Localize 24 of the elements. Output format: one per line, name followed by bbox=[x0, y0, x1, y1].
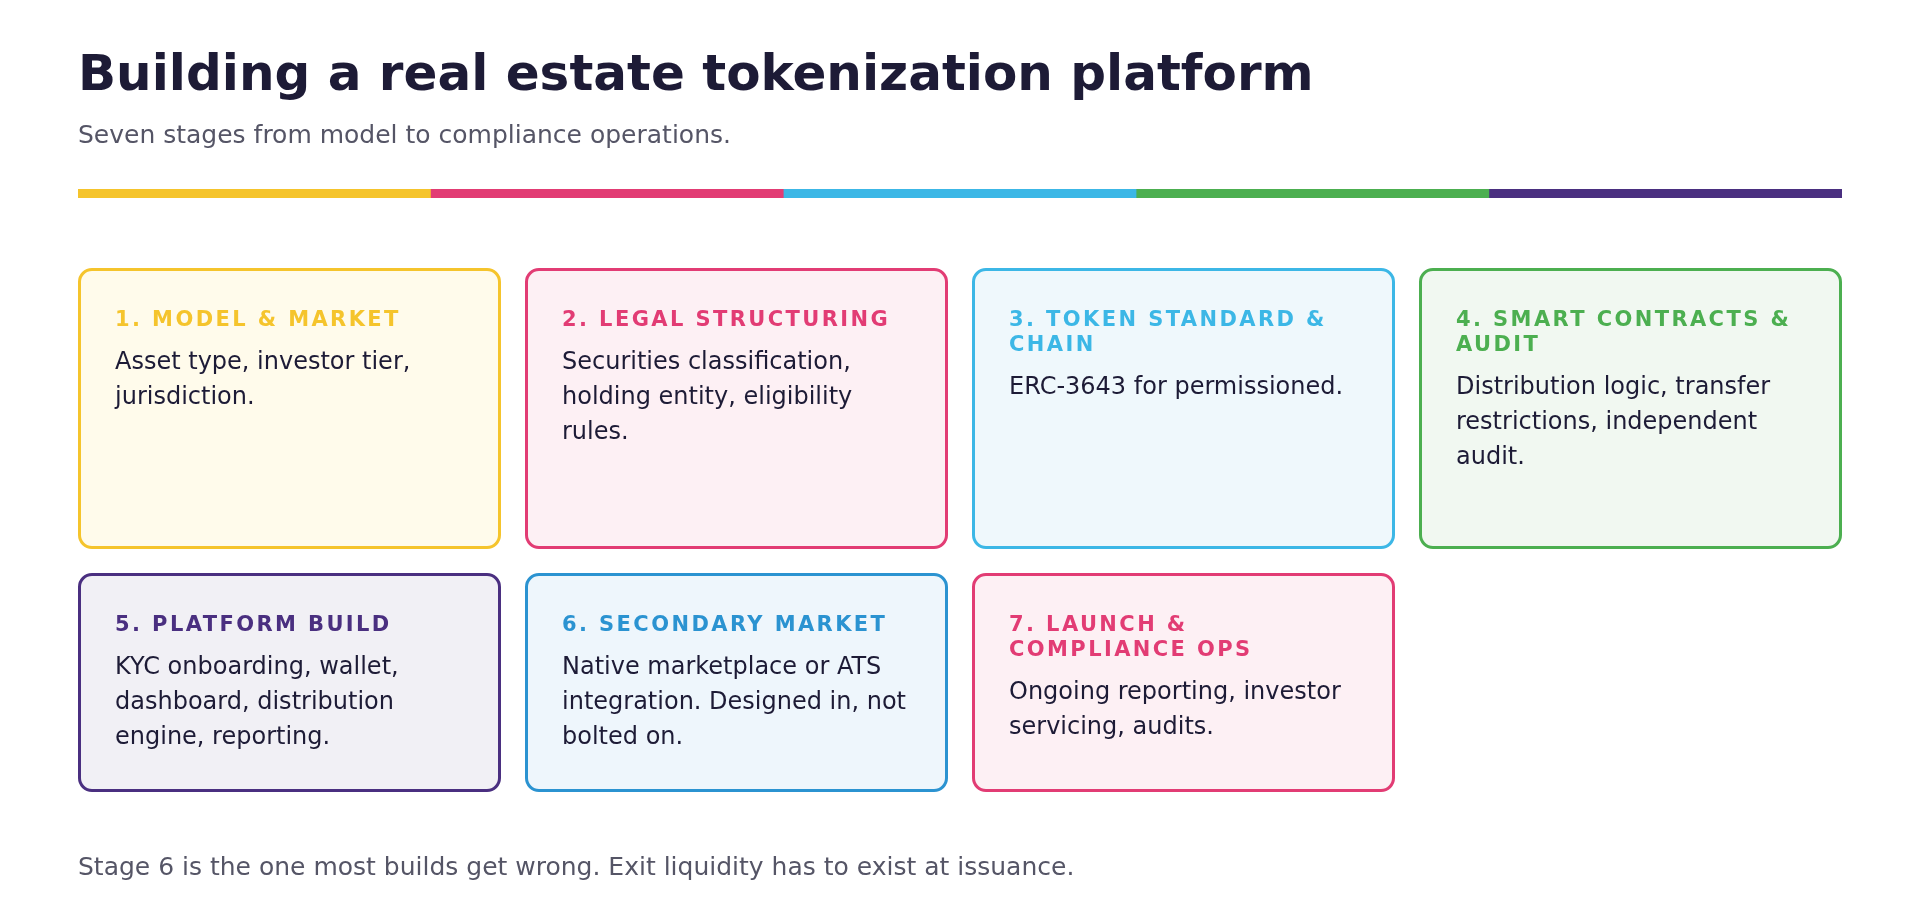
stage-heading: 1. MODEL & MARKET bbox=[115, 307, 402, 333]
stage-description: Ongoing reporting, investor servicing, audits. bbox=[1009, 676, 1342, 743]
stage-description: Securities classification, holding entity, eligibility rules. bbox=[562, 346, 854, 447]
title: Building a real estate tokenization platform bbox=[78, 44, 1314, 102]
stage-description: ERC-3643 for permissioned. bbox=[1009, 371, 1345, 403]
stage-heading: 2. LEGAL STRUCTURING bbox=[562, 307, 892, 333]
stage-description: KYC onboarding, wallet, dashboard, distribution engine, reporting. bbox=[115, 651, 400, 752]
stage-description: Distribution logic, transfer restrictions, independent audit. bbox=[1456, 371, 1772, 472]
stage-card bbox=[78, 573, 501, 792]
stage-heading: 7. LAUNCH & COMPLIANCE OPS bbox=[1009, 612, 1254, 663]
stage-heading: 6. SECONDARY MARKET bbox=[562, 612, 889, 638]
stage-heading: 5. PLATFORM BUILD bbox=[115, 612, 393, 638]
stage-description: Native marketplace or ATS integration. Designed in, not bolted on. bbox=[562, 651, 908, 752]
stage-description: Asset type, investor tier, jurisdiction. bbox=[115, 346, 412, 412]
subtitle: Seven stages from model to compliance operations. bbox=[78, 120, 731, 149]
stage-card bbox=[972, 573, 1395, 792]
footnote: Stage 6 is the one most builds get wrong. Exit liquidity has to exist at issuance. bbox=[78, 852, 1075, 881]
stage-card bbox=[525, 268, 948, 549]
stage-card bbox=[1419, 268, 1842, 549]
stage-heading: 4. SMART CONTRACTS & AUDIT bbox=[1456, 307, 1793, 358]
stage-card bbox=[525, 573, 948, 792]
stage-heading: 3. TOKEN STANDARD & CHAIN bbox=[1009, 307, 1328, 358]
stage-card bbox=[78, 268, 501, 549]
stage-card bbox=[972, 268, 1395, 549]
